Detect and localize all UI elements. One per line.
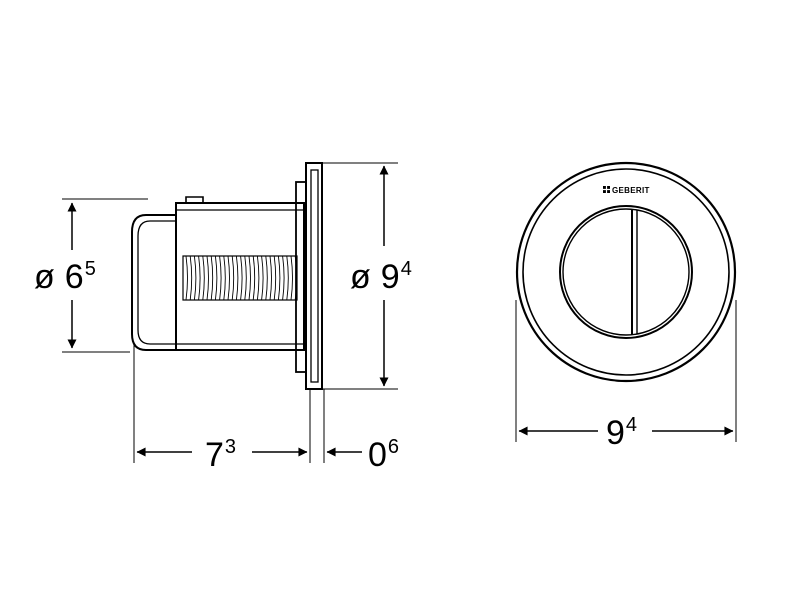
cover-plate — [305, 162, 323, 390]
thread-line — [269, 255, 272, 301]
thread-line — [189, 255, 193, 301]
body-step — [185, 196, 204, 203]
thread-line — [290, 255, 293, 301]
thread-line — [231, 255, 235, 301]
thread-line — [282, 255, 285, 301]
plate-thickness-label: 06 — [368, 436, 399, 474]
thread-line — [202, 255, 205, 301]
plate-outer-ring — [515, 161, 737, 383]
thread-line — [219, 255, 222, 301]
thread-line — [227, 255, 230, 301]
brand-logo-text: GEBERIT — [612, 186, 650, 195]
depth-label: 73 — [205, 436, 236, 474]
thread-line — [277, 255, 281, 301]
button-inner-ring — [562, 208, 690, 336]
actuator-cap-inner — [137, 220, 176, 345]
thread-line — [206, 255, 209, 301]
thread-line — [240, 255, 243, 301]
thread-line — [223, 255, 226, 301]
cover-plate-inner — [310, 169, 319, 383]
thread-line — [248, 255, 251, 301]
geberit-logo: GEBERIT — [603, 186, 650, 195]
thread-line — [244, 255, 247, 301]
front-view: GEBERIT 94 — [515, 161, 737, 452]
thread-line — [294, 255, 298, 301]
thread-line — [261, 255, 264, 301]
actuator-cap-outline — [131, 214, 176, 351]
thread-line — [193, 255, 197, 301]
thread-line — [185, 255, 188, 301]
front-diameter-label: 94 — [606, 414, 637, 452]
thread-line — [252, 255, 256, 301]
thread-line — [198, 255, 201, 301]
plate-inner-ring — [522, 168, 730, 376]
thread-band — [182, 255, 298, 301]
thread-line — [214, 255, 218, 301]
thread-line — [235, 255, 239, 301]
thread-line — [265, 255, 268, 301]
thread-line — [273, 255, 277, 301]
thread-line — [210, 255, 214, 301]
thread-line — [286, 255, 289, 301]
actuator-body — [175, 202, 305, 351]
button-outer-ring — [559, 205, 693, 339]
thread-line — [256, 255, 260, 301]
